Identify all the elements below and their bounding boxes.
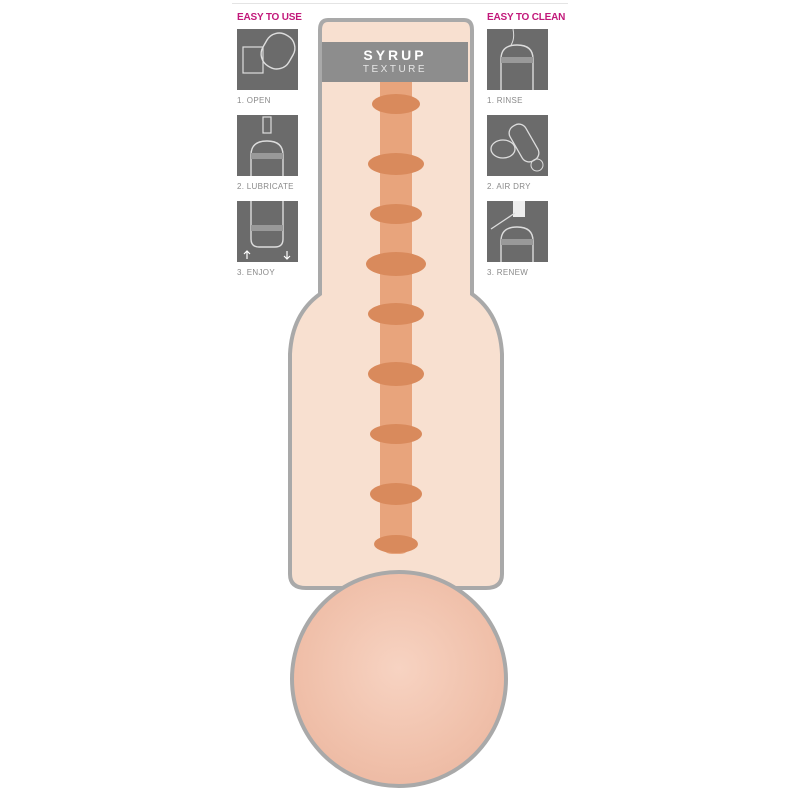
product-illustration: SYRUP TEXTURE xyxy=(276,14,516,794)
inner-texture xyxy=(366,54,426,554)
easy-to-use-title: EASY TO USE xyxy=(237,12,302,23)
texture-label: SYRUP TEXTURE xyxy=(322,42,468,82)
rinse-icon xyxy=(487,29,548,90)
step-open: 1. OPEN xyxy=(237,29,303,105)
step-lubricate: 2. LUBRICATE xyxy=(237,115,303,191)
sleeve-outline xyxy=(288,18,504,590)
renew-icon xyxy=(487,201,548,262)
step-renew: 3. RENEW xyxy=(487,201,553,277)
texture-subtitle: TEXTURE xyxy=(362,64,428,75)
easy-to-clean-title: EASY TO CLEAN xyxy=(487,12,566,23)
open-icon xyxy=(237,29,298,90)
step-enjoy: 3. ENJOY xyxy=(237,201,303,277)
product-end-cap xyxy=(290,570,508,788)
lubricate-icon xyxy=(237,115,298,176)
easy-to-use-panel: EASY TO USE 1. OPEN 2. LUBRICATE 3. ENJO… xyxy=(237,12,303,287)
enjoy-icon xyxy=(237,201,298,262)
easy-to-clean-panel: EASY TO CLEAN 1. RINSE 2. AIR DRY 3. REN… xyxy=(487,12,566,287)
texture-name: SYRUP xyxy=(363,47,427,63)
step-air-dry: 2. AIR DRY xyxy=(487,115,553,191)
step-rinse: 1. RINSE xyxy=(487,29,553,105)
air-dry-icon xyxy=(487,115,548,176)
top-divider xyxy=(232,3,568,4)
